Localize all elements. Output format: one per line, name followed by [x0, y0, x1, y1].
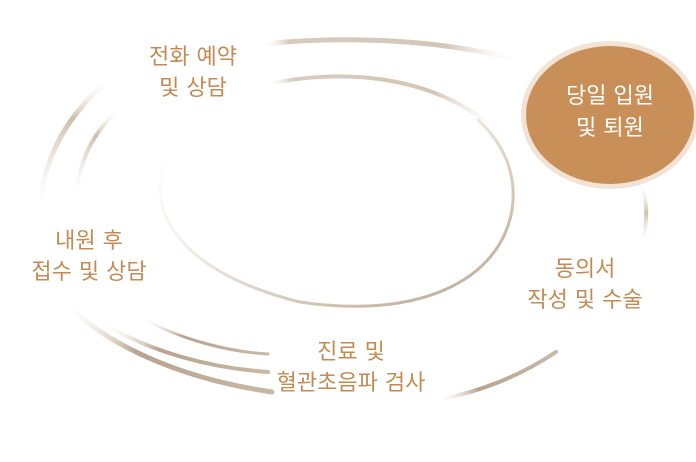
- step-phone-reservation-line1: 전화 예약: [149, 45, 237, 70]
- step-visit-reception-line2: 접수 및 상담: [31, 260, 147, 285]
- step-visit-reception: 내원 후 접수 및 상담: [31, 226, 146, 288]
- step-same-day-discharge-line1: 당일 입원: [566, 84, 654, 109]
- step-exam-ultrasound-line1: 진료 및: [317, 340, 385, 365]
- step-consent-surgery-line1: 동의서: [554, 257, 616, 282]
- ring-arc-left-inner: [74, 106, 122, 202]
- ring-arc-bottom-right: [434, 350, 558, 402]
- ring-arc-bottom-2: [98, 320, 270, 374]
- step-consent-surgery: 동의서 작성 및 수술: [527, 254, 642, 316]
- ring-arc-top-outer: [259, 37, 528, 65]
- step-consent-surgery-line2: 작성 및 수술: [527, 288, 643, 313]
- ring-arc-right: [638, 180, 649, 246]
- ring-arc-bottom-3: [136, 314, 270, 356]
- ring-arc-left-outer: [37, 75, 115, 218]
- step-same-day-discharge: 당일 입원 및 퇴원: [566, 81, 654, 145]
- ring-arc-inner-loop: [158, 118, 515, 308]
- step-visit-reception-line1: 내원 후: [55, 229, 123, 254]
- step-same-day-discharge-line2: 및 퇴원: [576, 116, 644, 141]
- ring-arc-top-inner: [266, 74, 507, 142]
- ring-arc-bottom-1: [59, 297, 275, 395]
- step-phone-reservation-line2: 및 상담: [159, 76, 227, 101]
- highlight-step-circle: 당일 입원 및 퇴원: [526, 46, 694, 184]
- step-exam-ultrasound: 진료 및 혈관초음파 검사: [277, 337, 426, 399]
- step-phone-reservation: 전화 예약 및 상담: [149, 42, 237, 104]
- step-exam-ultrasound-line2: 혈관초음파 검사: [276, 371, 426, 396]
